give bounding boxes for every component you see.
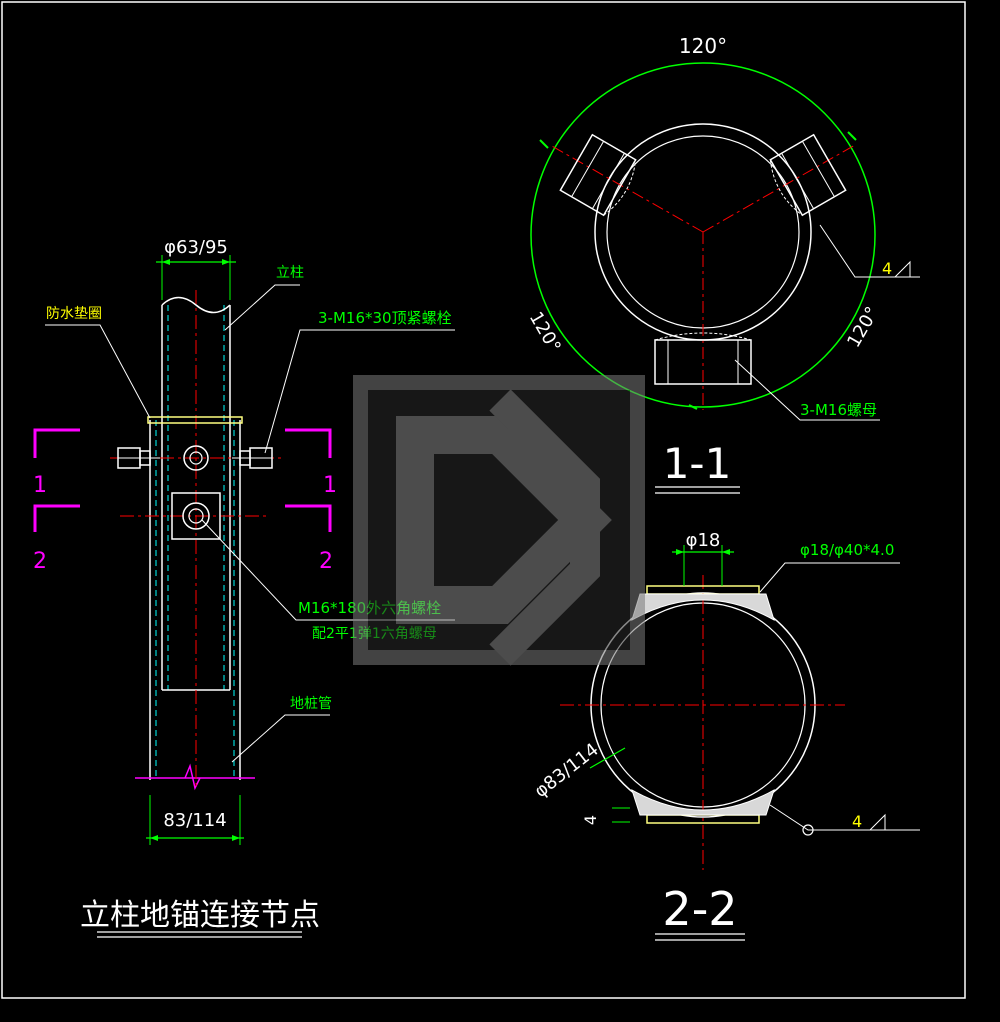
label-set-bolts: 3-M16*30顶紧螺栓 [318, 309, 452, 327]
angle-left: 120° [525, 308, 565, 356]
angle-right: 120° [843, 303, 883, 351]
dim-plate-thickness: 4 [581, 815, 600, 825]
dim-pipe-diameter: φ83/114 [531, 739, 603, 802]
dim-post-diameter: φ63/95 [164, 237, 228, 258]
watermark-logo [353, 375, 645, 666]
section-mark-2-right: 2 [319, 549, 333, 574]
dim-hole: φ18 [686, 530, 721, 551]
section-1-1-title: 1-1 [663, 439, 732, 488]
drawing-title: 立柱地锚连接节点 [80, 898, 320, 933]
left-elevation-view [33, 255, 455, 938]
section-2-2-title: 2-2 [662, 882, 737, 936]
drawing-frame [1, 1, 966, 999]
label-nuts: 3-M16螺母 [800, 401, 877, 419]
label-waterproof-gasket: 防水垫圈 [46, 306, 102, 322]
section-1-1-view [530, 62, 920, 494]
dim-pile-diameter: 83/114 [163, 810, 226, 831]
angle-top: 120° [679, 34, 727, 58]
label-pile-pipe: 地桩管 [290, 695, 332, 712]
waterproof-gasket [147, 416, 243, 424]
section-mark-1-left: 1 [33, 473, 47, 498]
section-mark-1-right: 1 [323, 473, 337, 498]
weld-size-1: 4 [882, 259, 892, 278]
section-2-2-view [560, 545, 920, 941]
label-washer: φ18/φ40*4.0 [800, 541, 894, 559]
label-post: 立柱 [276, 265, 304, 281]
section-mark-2-left: 2 [33, 549, 47, 574]
weld-size-2: 4 [852, 812, 862, 831]
